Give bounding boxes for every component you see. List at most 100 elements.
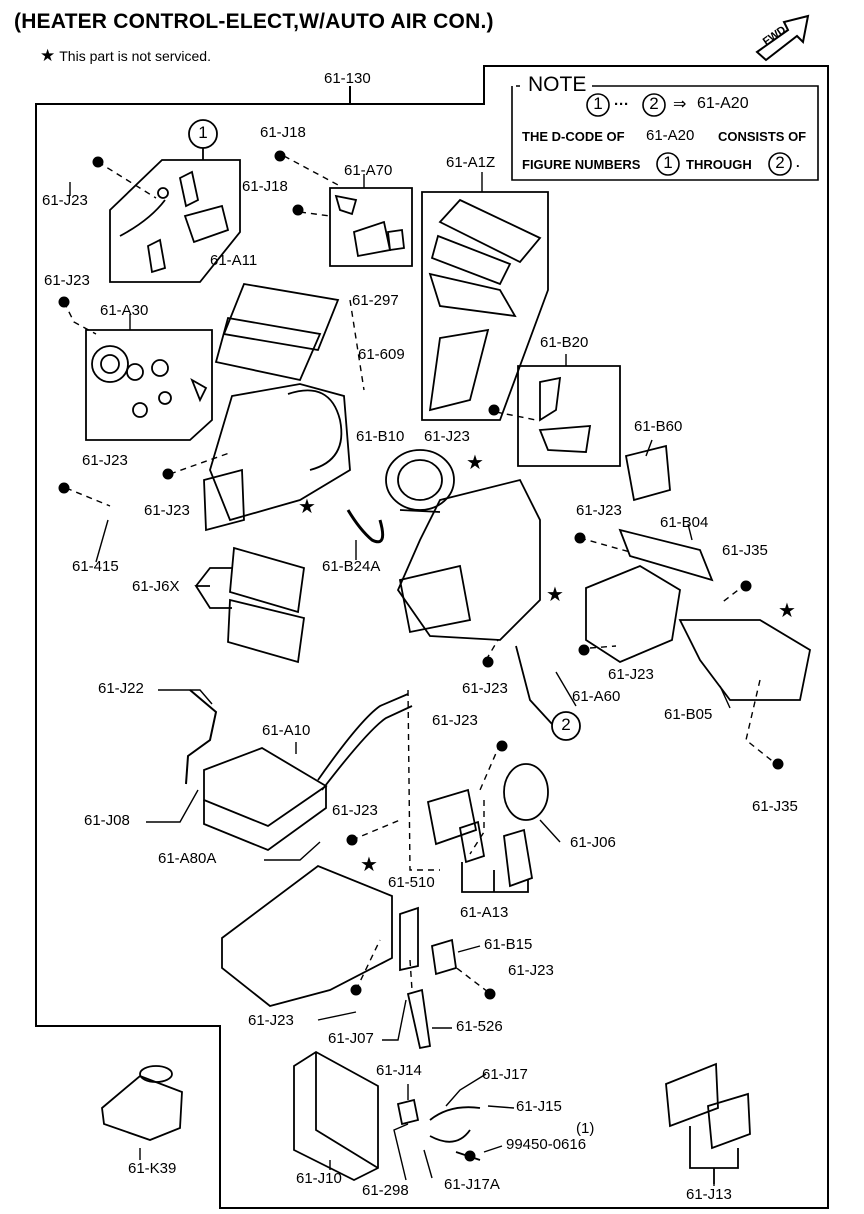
sensor-j22: [185, 689, 218, 785]
a13-group: [426, 763, 549, 893]
note-box: [511, 85, 819, 181]
fig1-group: [109, 119, 241, 283]
not-serviced-star-icon: ★: [298, 496, 316, 518]
not-serviced-note: ★This part is not serviced.: [40, 46, 211, 66]
not-serviced-star-icon: ★: [778, 600, 796, 622]
part-label-61-j23: 61-J23: [576, 502, 622, 519]
hose-b24a: [346, 509, 385, 544]
part-label-61-130: 61-130: [324, 70, 371, 87]
part-label-61-a60: 61-A60: [572, 688, 621, 705]
b60-part: [624, 444, 671, 502]
not-serviced-star-icon: ★: [466, 452, 484, 474]
not-serviced-star-icon: ★: [360, 854, 378, 876]
part-label-61-j13: 61-J13: [686, 1186, 732, 1203]
note-fig2-label: 2: [649, 94, 659, 113]
expansion-valve-group: [396, 1098, 481, 1161]
part-label-61-j23: 61-J23: [608, 666, 654, 683]
part-label-61-k39: 61-K39: [128, 1160, 177, 1177]
fig1-marker: 1: [198, 123, 208, 142]
part-label-61-b04: 61-B04: [660, 514, 709, 531]
part-label-61-j23: 61-J23: [82, 452, 128, 469]
part-label-61-j23: 61-J23: [462, 680, 508, 697]
note-line3b: 1: [663, 153, 673, 172]
note-line3d: 2: [775, 153, 785, 172]
part-label-61-j23: 61-J23: [508, 962, 554, 979]
part-label-61-415: 61-415: [72, 558, 119, 575]
part-k39: [101, 1065, 183, 1141]
part-label-61-j18: 61-J18: [260, 124, 306, 141]
blower-case-center: [396, 478, 541, 641]
part-label-61-510: 61-510: [388, 874, 435, 891]
part-label-61-j07: 61-J07: [328, 1030, 374, 1047]
assembly-boundary: [35, 65, 829, 1209]
note-ellipsis: ···: [614, 96, 629, 113]
part-label-61-j23: 61-J23: [248, 1012, 294, 1029]
part-label-61-b24a: 61-B24A: [322, 558, 381, 575]
part-label-61-526: 61-526: [456, 1018, 503, 1035]
note-line2a: THE D-CODE OF: [522, 129, 625, 144]
not-serviced-text: This part is not serviced.: [59, 48, 211, 64]
part-label-61-j17a: 61-J17A: [444, 1176, 500, 1193]
part-label-61-b10: 61-B10: [356, 428, 405, 445]
part-label-61-297: 61-297: [352, 292, 399, 309]
part-label-61-a70: 61-A70: [344, 162, 393, 179]
a1z-group: [421, 191, 549, 421]
note-arrow-icon: ⇒: [673, 96, 687, 113]
star-icon: ★: [40, 46, 56, 65]
part-label-61-j10: 61-J10: [296, 1170, 342, 1187]
part-j13: [665, 1062, 751, 1184]
a70-group: [329, 187, 413, 267]
not-serviced-star-icon: ★: [546, 584, 564, 606]
note-line2b: 61-A20: [646, 127, 695, 144]
note-line3a: FIGURE NUMBERS: [522, 157, 641, 172]
evaporator-j10: [293, 1050, 379, 1182]
part-label-61-j22: 61-J22: [98, 680, 144, 697]
part-label-61-j6x: 61-J6X: [132, 578, 180, 595]
note-title: NOTE: [528, 73, 587, 96]
part-label-61-j23: 61-J23: [42, 192, 88, 209]
note-line3c: THROUGH: [686, 157, 752, 172]
part-label-61-a30: 61-A30: [100, 302, 149, 319]
fig2-marker: [515, 645, 581, 741]
heater-core-a10: [203, 693, 413, 852]
part-label-99450-0616: 99450-0616: [506, 1136, 587, 1153]
page-title: (HEATER CONTROL-ELECT,W/AUTO AIR CON.): [14, 10, 494, 33]
filter-j6x: [194, 546, 306, 664]
part-label-61-j23: 61-J23: [432, 712, 478, 729]
part-label-61-b20: 61-B20: [540, 334, 589, 351]
part-label-61-a10: 61-A10: [262, 722, 311, 739]
part-label-61-298: 61-298: [362, 1182, 409, 1199]
b20-group: [517, 365, 621, 467]
part-label-61-a13: 61-A13: [460, 904, 509, 921]
part-label-61-609: 61-609: [358, 346, 405, 363]
a30-group: [85, 329, 213, 441]
part-label-61-j23: 61-J23: [144, 502, 190, 519]
note-line2c: CONSISTS OF: [718, 129, 807, 144]
note-line3e: .: [796, 155, 800, 170]
part-label-61-j35: 61-J35: [752, 798, 798, 815]
part-label-qty: (1): [576, 1120, 595, 1137]
a11-group: [214, 282, 340, 382]
solid-leaders: [69, 172, 731, 1186]
part-label-61-a11: 61-A11: [210, 252, 258, 269]
part-label-61-j17: 61-J17: [482, 1066, 528, 1083]
part-label-61-j06: 61-J06: [570, 834, 616, 851]
part-label-61-j23: 61-J23: [424, 428, 470, 445]
part-label-61-b60: 61-B60: [634, 418, 683, 435]
note-fig1-label: 1: [593, 94, 603, 113]
lower-case: [221, 864, 393, 1007]
screw-icons: [58, 150, 784, 1162]
note-code: 61-A20: [697, 95, 749, 112]
blower-motor: [385, 449, 455, 513]
part-label-61-a1z: 61-A1Z: [446, 154, 496, 171]
lower-parts: [399, 906, 458, 1050]
part-label-61-j23: 61-J23: [44, 272, 90, 289]
fwd-arrow-icon: [755, 14, 810, 62]
part-label-61-j14: 61-J14: [376, 1062, 422, 1079]
part-label-61-j23: 61-J23: [332, 802, 378, 819]
heater-case-left: [203, 383, 351, 532]
right-case: [585, 528, 812, 701]
part-label-61-b15: 61-B15: [484, 936, 533, 953]
fig2-marker-label: 2: [561, 715, 571, 734]
